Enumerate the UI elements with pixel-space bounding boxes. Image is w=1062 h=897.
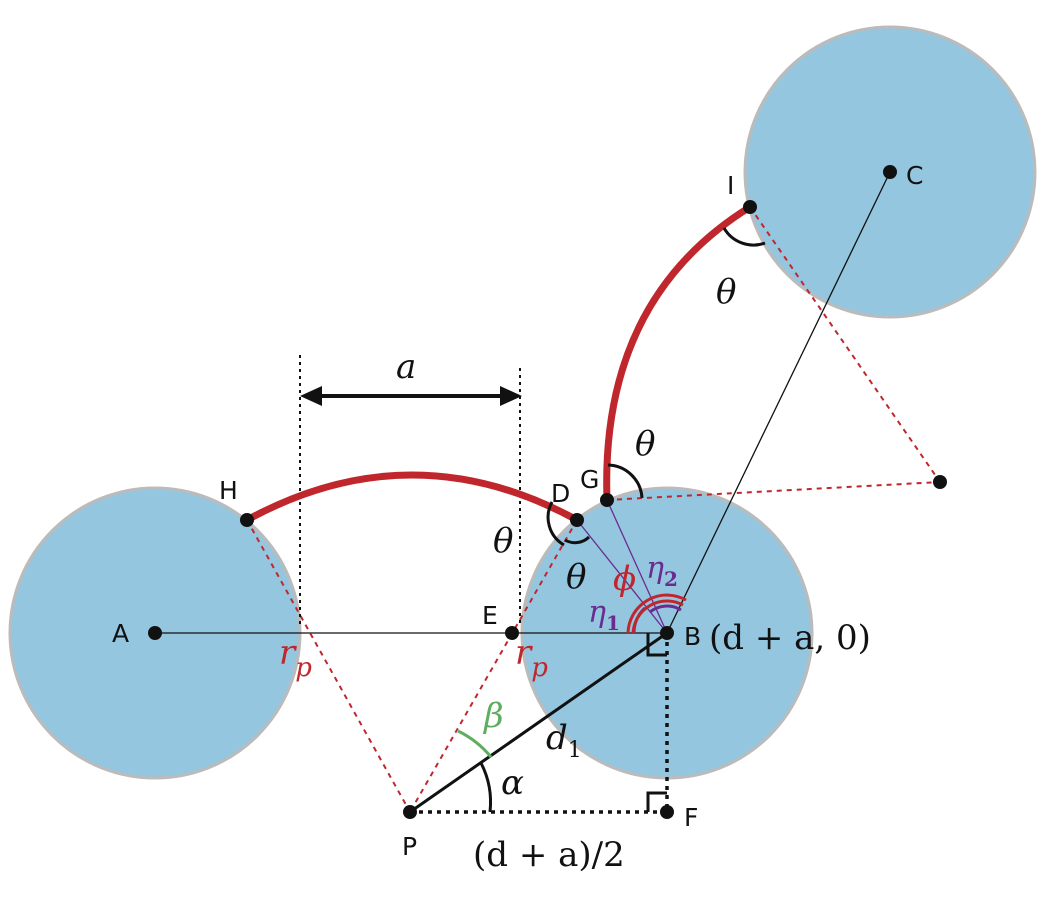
right-angle-b	[646, 633, 667, 657]
label-i: I	[727, 171, 734, 200]
point-tangent-intersection	[933, 475, 947, 489]
line-b-c	[666, 171, 891, 634]
label-f: F	[684, 803, 698, 832]
point-e	[505, 626, 519, 640]
arc-g-i	[603, 204, 752, 501]
angle-arc-d-outer	[546, 501, 565, 547]
label-a: A	[112, 619, 129, 648]
label-theta-d: θ	[493, 521, 513, 561]
arc-h-d	[245, 471, 579, 524]
point-f	[660, 805, 674, 819]
dimension-arrow-a	[300, 386, 522, 406]
label-d1: d1	[546, 718, 582, 763]
label-phi: ϕ	[613, 559, 636, 599]
line-p-b	[409, 631, 668, 814]
point-b	[660, 626, 674, 640]
angle-arc-d-inner	[564, 535, 591, 545]
angle-arc-g	[607, 463, 644, 499]
label-a-dimension: a	[396, 347, 416, 387]
point-a	[148, 626, 162, 640]
point-p	[403, 805, 417, 819]
angle-arc-alpha	[479, 762, 493, 813]
point-c	[883, 165, 897, 179]
label-eta2: η2	[646, 551, 678, 591]
label-b: B	[684, 622, 701, 651]
label-h: H	[219, 476, 238, 505]
label-g: G	[580, 465, 599, 494]
label-alpha: α	[501, 763, 524, 803]
label-half-distance: (d + a)/2	[473, 835, 625, 875]
label-beta: β	[482, 696, 504, 736]
label-b-coordinates: (d + a, 0)	[709, 618, 871, 658]
right-angle-f	[646, 791, 667, 812]
label-theta-g: θ	[635, 424, 655, 464]
label-rp-right: rp	[515, 633, 548, 683]
angle-arc-eta2	[649, 604, 682, 614]
label-theta-i: θ	[716, 272, 736, 312]
angle-arc-beta	[457, 729, 493, 758]
point-h	[240, 513, 254, 527]
angle-arc-i	[722, 227, 766, 247]
angle-arc-phi-2	[631, 599, 684, 634]
point-i	[743, 200, 757, 214]
angle-arc-phi-1	[626, 593, 687, 634]
label-c: C	[906, 161, 923, 190]
line-b-d	[576, 519, 668, 634]
label-eta1: η1	[588, 595, 620, 635]
label-e: E	[482, 601, 498, 630]
label-theta-d2: θ	[566, 557, 586, 597]
points	[148, 165, 947, 819]
point-d	[570, 513, 584, 527]
point-g	[600, 493, 614, 507]
dashed-red-lines	[246, 206, 941, 813]
label-d: D	[551, 479, 570, 508]
line-b-g	[606, 499, 668, 634]
label-rp-left: rp	[279, 633, 312, 683]
label-p: P	[402, 832, 417, 861]
